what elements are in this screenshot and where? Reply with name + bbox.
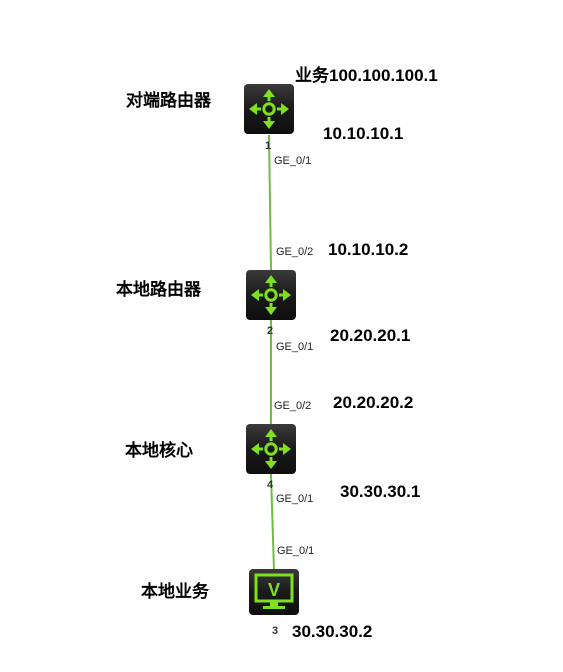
local-core-ip-up: 20.20.20.2	[333, 393, 414, 412]
local-core-ip-down: 30.30.30.1	[340, 482, 421, 501]
local-core-port-up: GE_0/2	[274, 400, 312, 412]
local-service-id: 3	[272, 625, 279, 637]
peer-router-name: 对端路由器	[126, 91, 211, 111]
peer-router-ip: 10.10.10.1	[323, 124, 404, 143]
local-core-id: 4	[267, 479, 274, 491]
monitor-v-icon: V	[254, 573, 294, 609]
device-local-router[interactable]	[246, 270, 296, 320]
local-router-name: 本地路由器	[116, 280, 201, 300]
local-router-ip-down: 20.20.20.1	[330, 326, 411, 345]
peer-router-port: GE_0/1	[274, 155, 312, 167]
peer-router-id: 1	[265, 140, 272, 152]
link-peer-to-local-router[interactable]	[268, 134, 272, 271]
local-core-name: 本地核心	[125, 441, 193, 461]
svg-text:V: V	[268, 580, 280, 600]
local-service-name: 本地业务	[141, 582, 209, 602]
local-service-ip: 30.30.30.2	[292, 622, 373, 641]
link-core-to-service[interactable]	[270, 473, 275, 571]
device-peer-router[interactable]	[244, 84, 294, 134]
local-router-port-up: GE_0/2	[276, 246, 314, 258]
local-router-id: 2	[267, 325, 274, 337]
local-service-port: GE_0/1	[277, 545, 315, 557]
local-core-port-down: GE_0/1	[276, 493, 314, 505]
local-router-ip-up: 10.10.10.2	[328, 240, 409, 259]
device-local-core[interactable]	[246, 424, 296, 474]
device-local-service[interactable]: V	[249, 569, 299, 615]
peer-router-service: 业务100.100.100.1	[295, 66, 438, 85]
local-router-port-down: GE_0/1	[276, 341, 314, 353]
